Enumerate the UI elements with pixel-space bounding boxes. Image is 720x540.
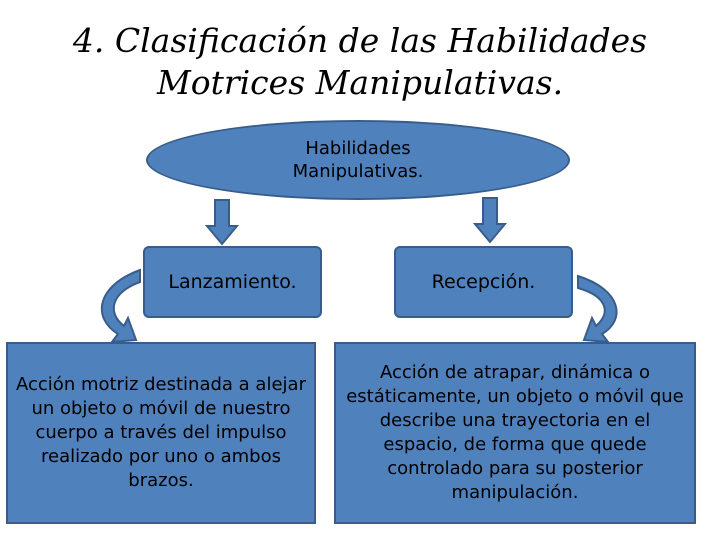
- curved-arrow-right: [577, 274, 618, 344]
- category-recepcion: Recepción.: [394, 246, 573, 318]
- curved-arrow-left: [101, 268, 141, 344]
- description-recepcion: Acción de atrapar, dinámica o estáticame…: [334, 342, 696, 524]
- category-lanzamiento: Lanzamiento.: [143, 246, 322, 318]
- description-lanzamiento-text: Acción motriz destinada a alejar un obje…: [16, 374, 306, 491]
- title-line-1: 4. Clasificación de las Habilidades: [72, 21, 648, 60]
- category-lanzamiento-label: Lanzamiento.: [168, 271, 297, 293]
- description-recepcion-text: Acción de atrapar, dinámica o estáticame…: [346, 362, 684, 503]
- page-title: 4. Clasificación de las Habilidades Motr…: [0, 20, 720, 104]
- down-arrow-right: [472, 197, 508, 244]
- root-label: Habilidades Manipulativas.: [292, 138, 424, 182]
- title-line-2: Motrices Manipulativas.: [156, 63, 564, 102]
- category-recepcion-label: Recepción.: [431, 271, 536, 293]
- root-node: Habilidades Manipulativas.: [146, 120, 570, 200]
- down-arrow-left: [204, 199, 240, 246]
- description-lanzamiento: Acción motriz destinada a alejar un obje…: [6, 342, 316, 524]
